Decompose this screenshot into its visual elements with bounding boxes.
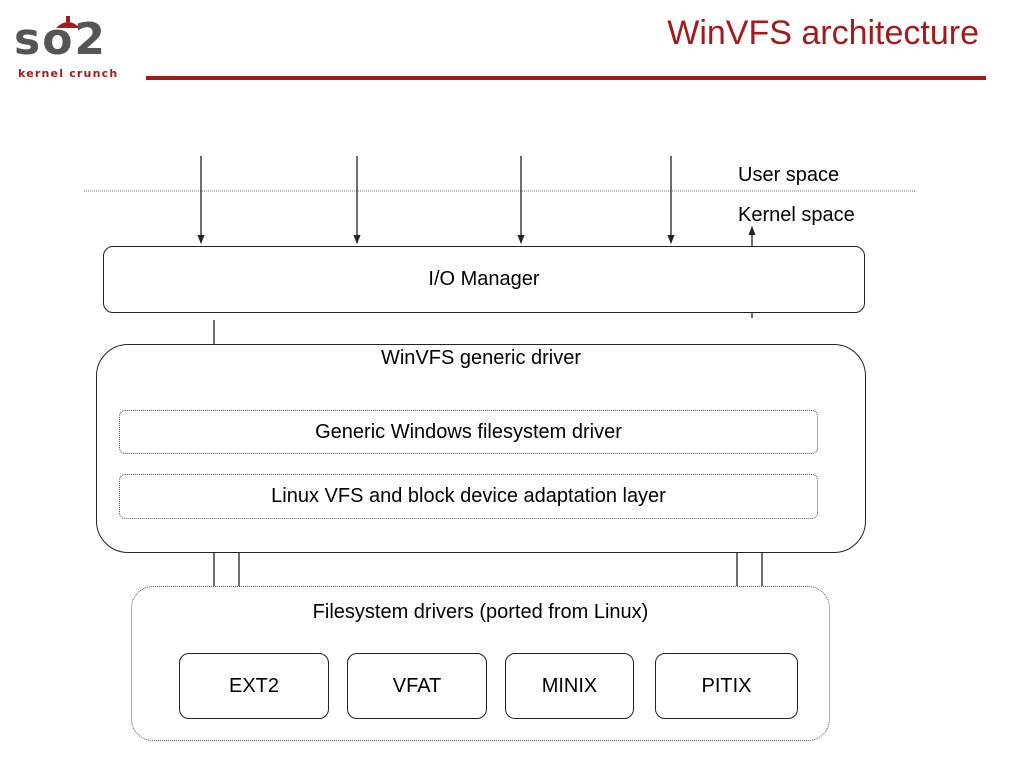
slide-title: WinVFS architecture <box>667 14 979 52</box>
fs-driver-minix: MINIX <box>505 653 634 719</box>
io-manager-box: I/O Manager <box>103 246 865 313</box>
user-space-label: User space <box>738 164 840 186</box>
logo: so2 kernel crunch <box>14 14 134 82</box>
title-rule <box>146 76 986 80</box>
linux-vfs-adaptation-layer: Linux VFS and block device adaptation la… <box>119 474 818 519</box>
linux-vfs-adaptation-label: Linux VFS and block device adaptation la… <box>271 485 666 507</box>
fs-driver-label: MINIX <box>541 674 598 697</box>
logo-subtitle: kernel crunch <box>18 67 119 80</box>
fs-driver-label: EXT2 <box>228 674 280 697</box>
winvfs-driver-title: WinVFS generic driver <box>380 347 582 369</box>
fs-driver-vfat: VFAT <box>347 653 487 719</box>
fs-driver-pitix: PITIX <box>655 653 798 719</box>
fs-driver-label: PITIX <box>701 674 752 697</box>
generic-windows-fs-label: Generic Windows filesystem driver <box>315 420 622 443</box>
fs-driver-ext2: EXT2 <box>179 653 329 719</box>
acorn-icon <box>56 16 80 28</box>
kernel-space-label: Kernel space <box>738 204 855 226</box>
generic-windows-fs-layer: Generic Windows filesystem driver <box>119 410 818 454</box>
fs-drivers-title: Filesystem drivers (ported from Linux) <box>312 601 649 623</box>
io-manager-label: I/O Manager <box>428 268 540 290</box>
fs-driver-label: VFAT <box>392 674 442 697</box>
logo-text: so2 <box>14 14 108 65</box>
